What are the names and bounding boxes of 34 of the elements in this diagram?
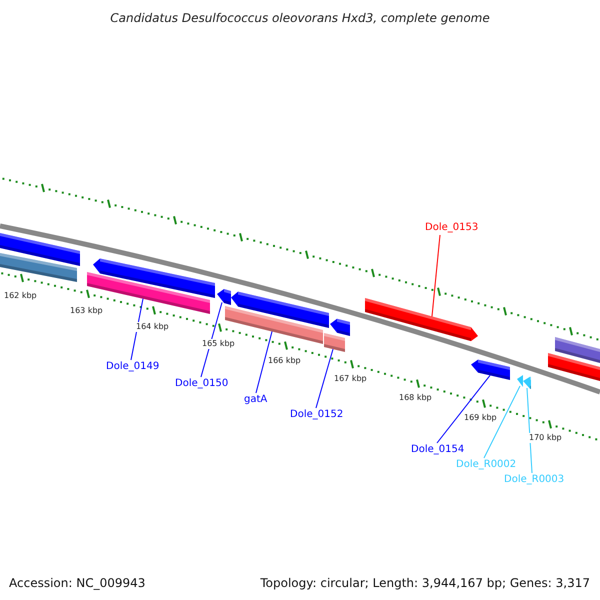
scale-label: 166 kbp xyxy=(268,356,301,366)
gene-label: Dole_0152 xyxy=(290,408,344,422)
scale-label: 165 kbp xyxy=(202,339,235,349)
scale-label: 163 kbp xyxy=(70,306,103,316)
gene-label: gatA xyxy=(244,393,268,407)
gene-bar xyxy=(87,272,210,314)
leader-line xyxy=(316,348,334,408)
leader-line xyxy=(526,388,532,474)
gene-bar xyxy=(324,333,345,352)
genome-summary: Topology: circular; Length: 3,944,167 bp; Genes: 3,317 xyxy=(260,575,590,592)
scale-label: 164 kbp xyxy=(136,322,169,332)
accession-number: Accession: NC_009943 xyxy=(9,575,146,592)
gene-bar xyxy=(365,298,478,342)
leader-line xyxy=(200,302,222,378)
gene-bar xyxy=(217,289,231,305)
gene-label: Dole_R0002 xyxy=(456,458,516,472)
title: Candidatus Desulfococcus oleovorans Hxd3, complete genome xyxy=(109,10,491,27)
scale-label: 169 kbp xyxy=(464,413,497,423)
gene-label: Dole_0150 xyxy=(175,377,228,391)
scale-label: 168 kbp xyxy=(399,393,432,403)
gene-bar xyxy=(517,375,523,387)
gene-label: Dole_0149 xyxy=(106,360,160,374)
leader-line xyxy=(256,331,272,394)
gene-label: Dole_0154 xyxy=(411,443,464,457)
gene-bar xyxy=(523,376,531,389)
leader-line xyxy=(432,234,440,317)
gene-bar xyxy=(471,360,510,380)
scale-label: 170 kbp xyxy=(529,433,562,443)
leader-line xyxy=(484,386,520,458)
leader-line xyxy=(436,374,490,444)
scale-label: 167 kbp xyxy=(334,374,367,384)
gene-label: Dole_0153 xyxy=(425,221,478,235)
gene-label: Dole_R0003 xyxy=(504,473,564,487)
scale-label: 162 kbp xyxy=(4,291,37,301)
